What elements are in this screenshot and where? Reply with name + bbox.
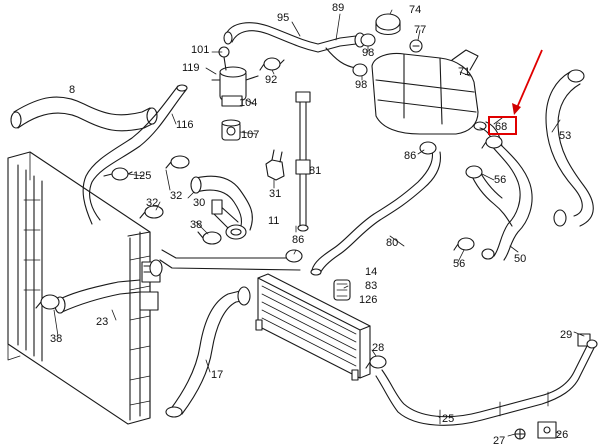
label-126: 126 bbox=[359, 294, 377, 306]
cap-74 bbox=[375, 13, 401, 36]
label-104: 104 bbox=[239, 97, 257, 109]
hose-30-11 bbox=[190, 175, 253, 240]
bracket-31 bbox=[265, 149, 285, 181]
label-81: 81 bbox=[309, 165, 321, 177]
label-107: 107 bbox=[241, 129, 259, 141]
clamp-98-upper bbox=[360, 33, 376, 47]
label-32-lower: 32 bbox=[146, 197, 158, 209]
label-89: 89 bbox=[332, 2, 344, 14]
label-28: 28 bbox=[372, 342, 384, 354]
hose-80 bbox=[310, 149, 442, 276]
label-68: 68 bbox=[495, 121, 507, 133]
part-labels: 8 95 89 74 77 98 98 71 101 119 92 104 11… bbox=[50, 2, 572, 447]
label-92: 92 bbox=[265, 74, 277, 86]
hose-lower-radiator bbox=[149, 249, 301, 277]
label-27: 27 bbox=[493, 435, 505, 447]
sensor-77 bbox=[409, 39, 423, 53]
clamp-86-upper bbox=[419, 141, 437, 155]
label-29: 29 bbox=[560, 329, 572, 341]
label-14: 14 bbox=[365, 266, 377, 278]
hose-50 bbox=[469, 141, 533, 261]
label-38-lower: 38 bbox=[50, 333, 62, 345]
clamp-32-upper bbox=[165, 155, 190, 169]
highlight-box bbox=[488, 116, 517, 135]
hose-89 bbox=[317, 32, 366, 69]
label-23: 23 bbox=[96, 316, 108, 328]
aux-pump-104 bbox=[211, 46, 259, 107]
hose-23 bbox=[54, 279, 141, 314]
hose-17 bbox=[165, 286, 251, 418]
pipe-25 bbox=[375, 333, 595, 426]
oil-cooler bbox=[255, 273, 371, 381]
label-56-lower: 56 bbox=[453, 258, 465, 270]
label-25: 25 bbox=[442, 413, 454, 425]
label-98-upper: 98 bbox=[362, 47, 374, 59]
label-8: 8 bbox=[69, 84, 75, 96]
clamp-86-lower bbox=[285, 249, 303, 263]
label-38-upper: 38 bbox=[190, 219, 202, 231]
arrow-head-icon bbox=[512, 103, 521, 115]
clamp-28 bbox=[365, 355, 387, 369]
rubber-mount-107 bbox=[221, 119, 241, 141]
label-77: 77 bbox=[414, 24, 426, 36]
label-50: 50 bbox=[514, 253, 526, 265]
label-86-lower: 86 bbox=[292, 234, 304, 246]
clamp-92 bbox=[259, 57, 285, 71]
seal-14 bbox=[333, 279, 351, 301]
bracket-26 bbox=[537, 421, 557, 439]
clamp-56-upper bbox=[481, 135, 503, 149]
label-53: 53 bbox=[559, 130, 571, 142]
clamp-56-mid bbox=[465, 165, 483, 179]
label-116: 116 bbox=[176, 119, 194, 131]
label-101: 101 bbox=[191, 44, 209, 56]
expansion-tank-71 bbox=[371, 49, 487, 135]
label-83: 83 bbox=[365, 280, 377, 292]
hose-116 bbox=[82, 84, 188, 225]
highlight-arrow bbox=[515, 49, 543, 111]
label-30: 30 bbox=[193, 197, 205, 209]
label-26: 26 bbox=[556, 429, 568, 441]
hose-53 bbox=[545, 69, 594, 227]
label-119: 119 bbox=[182, 62, 200, 74]
label-98-lower: 98 bbox=[355, 79, 367, 91]
hose-95 bbox=[223, 22, 319, 53]
clamp-38-upper bbox=[197, 231, 222, 245]
hose-8 bbox=[10, 96, 158, 132]
label-80: 80 bbox=[386, 237, 398, 249]
radiator bbox=[7, 151, 161, 425]
label-56-upper: 56 bbox=[494, 174, 506, 186]
label-125: 125 bbox=[133, 170, 151, 182]
label-11: 11 bbox=[268, 215, 279, 227]
clamp-32-lower bbox=[139, 205, 164, 219]
label-32-upper: 32 bbox=[170, 190, 182, 202]
label-71: 71 bbox=[458, 66, 470, 78]
label-17: 17 bbox=[211, 369, 223, 381]
label-86-upper: 86 bbox=[404, 150, 416, 162]
label-95: 95 bbox=[277, 12, 289, 24]
leader-lines bbox=[53, 9, 585, 437]
clamp-29 bbox=[586, 339, 598, 349]
label-31: 31 bbox=[269, 188, 281, 200]
bolt-27 bbox=[514, 428, 526, 440]
clamp-56-lower bbox=[453, 237, 475, 251]
label-74: 74 bbox=[409, 4, 421, 16]
highlight-callout bbox=[488, 49, 543, 135]
pipe-81 bbox=[295, 91, 311, 232]
clamp-98-lower bbox=[352, 63, 368, 77]
clamp-38-lower bbox=[35, 294, 60, 310]
